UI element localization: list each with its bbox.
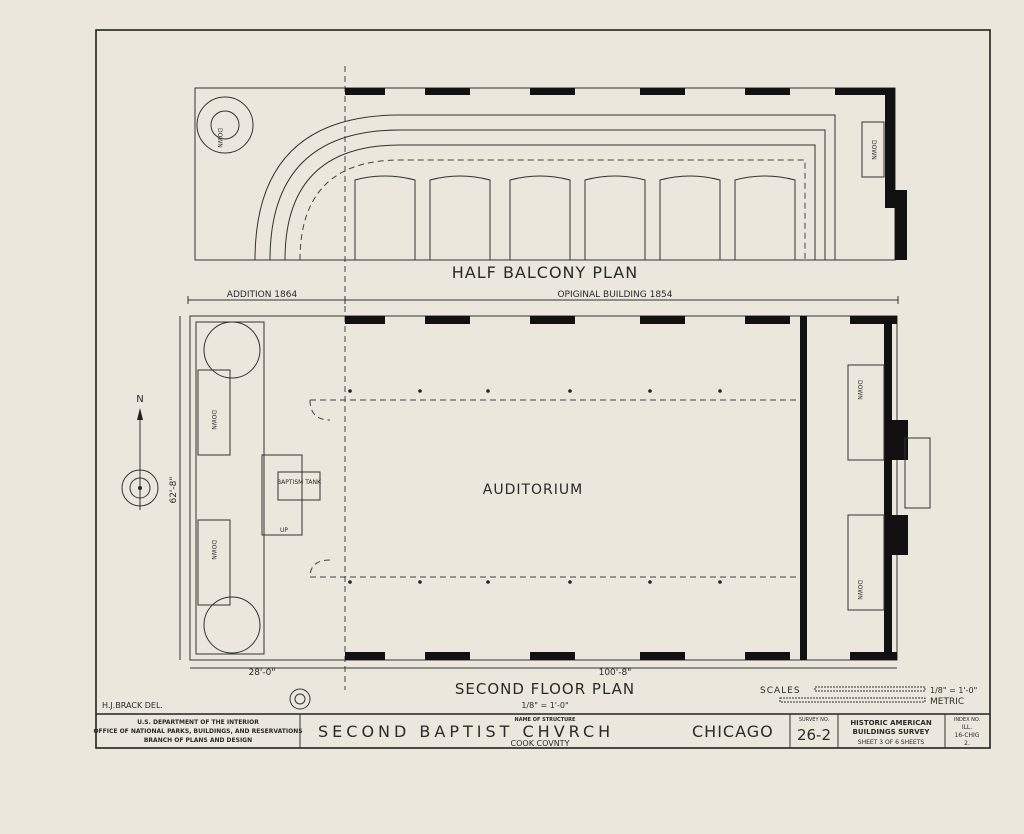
exterior-walls — [345, 316, 908, 660]
index-line-3: 2. — [964, 740, 970, 747]
delineator: H.J.BRACK DEL. — [102, 701, 163, 710]
balcony-stair — [861, 121, 885, 178]
floor-plan-scale: 1/8" = 1'-0" — [521, 701, 568, 710]
index-line-1: ILL. — [962, 724, 972, 731]
scale-metric-label: METRIC — [930, 697, 964, 707]
stairs-east — [847, 364, 931, 611]
second-floor-plan: DOWN DOWN BAPTISM TANK UP DOWN DOWN AUDI… — [189, 315, 931, 661]
addition-dimension: 28'-0" — [248, 668, 275, 678]
baptism-tank-label: BAPTISM TANK — [277, 479, 322, 486]
habs-line-2: BUILDINGS SURVEY — [853, 728, 931, 736]
sheet-border — [95, 29, 991, 749]
survey-number: 26-2 — [797, 726, 831, 744]
balcony-outline — [309, 399, 798, 578]
stair-label: UP — [280, 527, 288, 534]
habs-line-1: HISTORIC AMERICAN — [850, 719, 932, 727]
top-dimension: ADDITION 1864 OPIGINAL BUILDING 1854 — [187, 290, 899, 304]
index-label: INDEX NO. — [954, 717, 981, 723]
scale-bar-metric — [779, 697, 926, 703]
agency-line-3: BRANCH OF PLANS AND DESIGN — [144, 737, 252, 744]
original-building-label: OPIGINAL BUILDING 1854 — [557, 290, 672, 300]
half-balcony-plan: DOWN DOWN HALF BALCONY PLAN — [194, 66, 907, 690]
addition-label: ADDITION 1864 — [227, 290, 298, 300]
structure-name: SECOND BAPTIST CHVRCH — [318, 722, 614, 741]
stairs-west — [197, 321, 261, 654]
stair-label: DOWN — [856, 380, 863, 400]
name-of-structure-label: NAME OF STRUCTURE — [515, 717, 577, 723]
stair-label: DOWN — [210, 540, 217, 560]
agency-line-2: OFFICE OF NATIONAL PARKS, BUILDINGS, AND… — [93, 728, 302, 735]
stair-label: DOWN — [870, 140, 877, 160]
baptistry — [261, 454, 303, 536]
index-line-2: 16-CHIG — [955, 732, 980, 739]
survey-label: SURVEY NO. — [799, 717, 830, 723]
stair-label: DOWN — [216, 128, 223, 148]
sheet-number: SHEET 3 OF 6 SHEETS — [858, 739, 925, 746]
title-block: U.S. DEPARTMENT OF THE INTERIOR OFFICE O… — [93, 713, 990, 748]
city: CHICAGO — [692, 722, 774, 741]
original-dimension: 100'-8" — [599, 668, 632, 678]
floor-plan-title: SECOND FLOOR PLAN — [455, 680, 635, 698]
stair-label: DOWN — [210, 410, 217, 430]
scale-bar-imperial — [814, 686, 926, 692]
county: COOK COVNTY — [511, 739, 570, 748]
spiral-stair — [196, 96, 254, 154]
balcony-exterior-wall — [345, 88, 907, 260]
balcony-plan-title: HALF BALCONY PLAN — [452, 263, 638, 282]
habs-seal — [289, 688, 311, 710]
baptism-tank — [277, 471, 321, 501]
columns — [348, 389, 722, 584]
scales-label: SCALES — [760, 686, 801, 696]
agency-line-1: U.S. DEPARTMENT OF THE INTERIOR — [137, 719, 259, 726]
scale-imperial-label: 1/8" = 1'-0" — [930, 686, 977, 695]
stair-label: DOWN — [856, 580, 863, 600]
width-dimension: 62'-8" — [169, 476, 179, 503]
north-arrow-icon: N — [121, 394, 159, 510]
balcony-arcade — [354, 175, 796, 260]
north-label: N — [136, 394, 143, 405]
auditorium-label: AUDITORIUM — [483, 482, 584, 498]
